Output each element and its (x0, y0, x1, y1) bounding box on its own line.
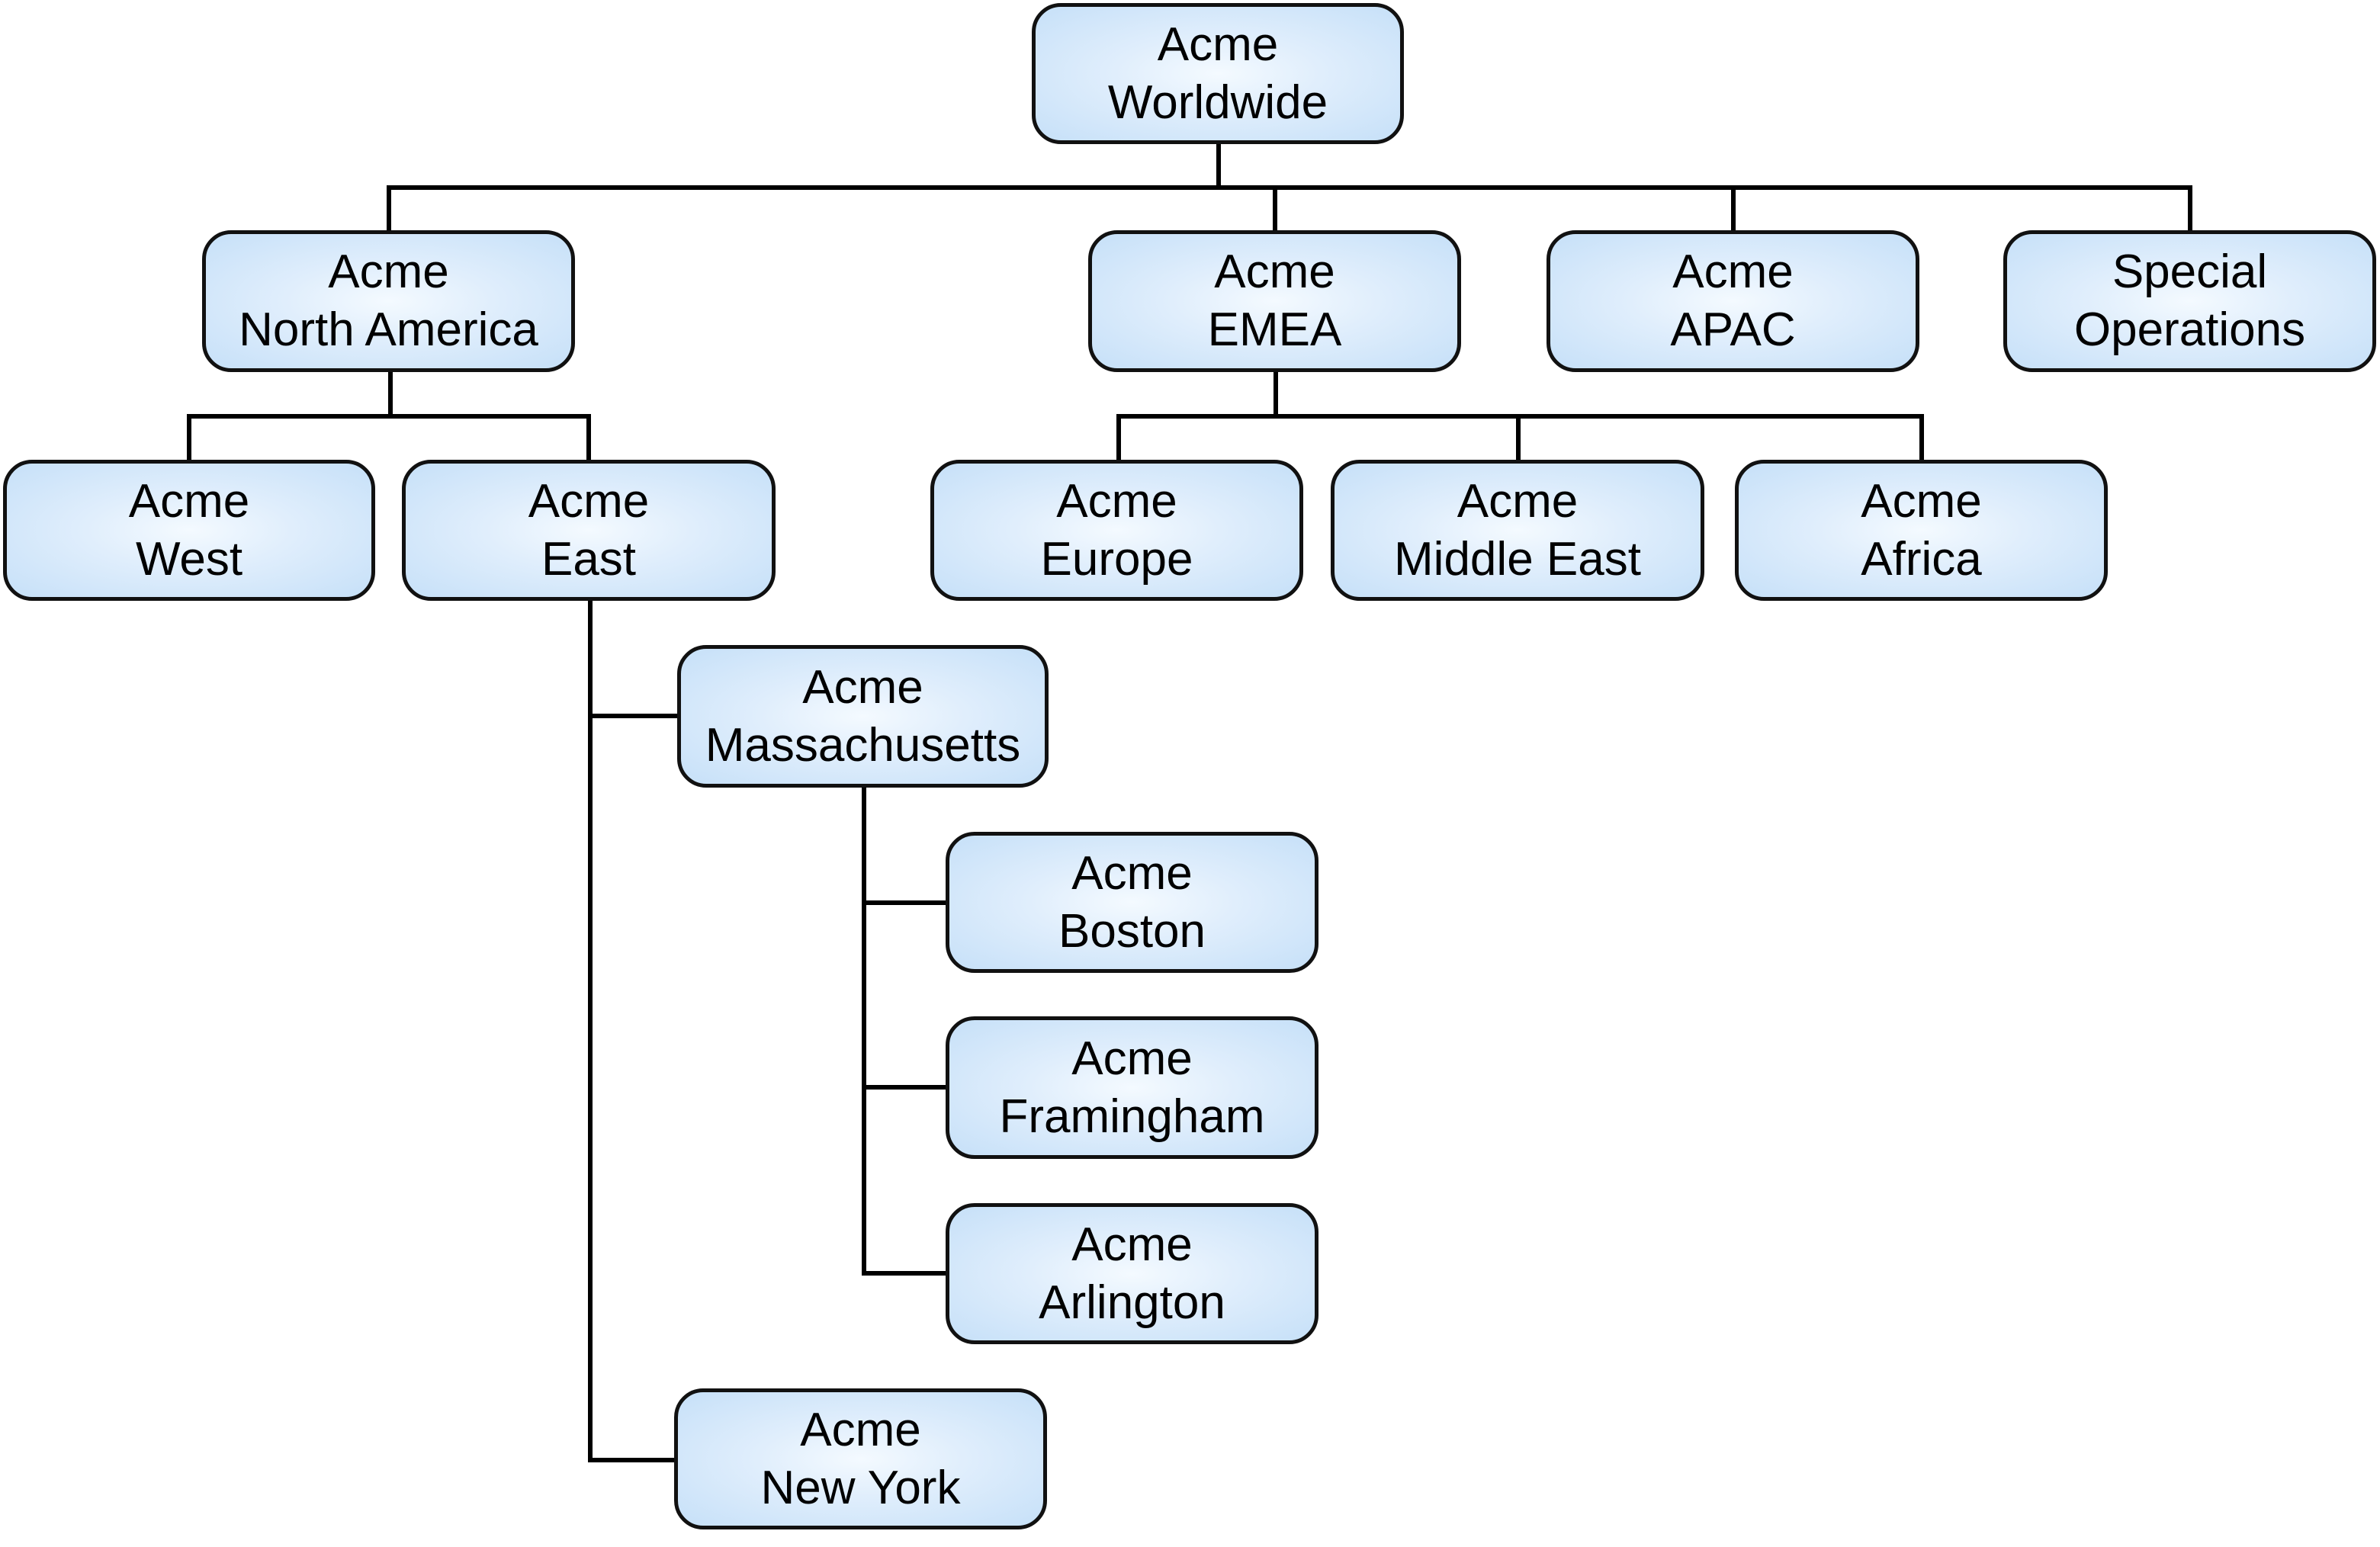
node-acme-middle-east[interactable]: Acme Middle East (1331, 460, 1704, 601)
node-label-line1: Acme (802, 660, 923, 714)
node-label-line2: EMEA (1207, 303, 1342, 356)
node-label-line1: Special (2112, 246, 2268, 298)
node-label-line2: Arlington (1039, 1276, 1225, 1329)
node-acme-africa[interactable]: Acme Africa (1735, 460, 2108, 601)
node-special-operations[interactable]: Special Operations (2003, 230, 2376, 372)
node-acme-massachusetts[interactable]: Acme Massachusetts (677, 645, 1049, 788)
node-label-line1: Acme (328, 246, 449, 298)
node-label-line2: Operations (2073, 303, 2306, 356)
node-label-line1: Acme (1157, 18, 1279, 71)
node-acme-east[interactable]: Acme East (402, 460, 776, 601)
node-acme-new-york[interactable]: Acme New York (674, 1388, 1047, 1529)
node-label-line1: Acme (1071, 1032, 1193, 1085)
node-acme-apac[interactable]: Acme APAC (1547, 230, 1919, 372)
node-label-line1: Acme (1214, 246, 1335, 298)
node-label-line1: Acme (1672, 246, 1794, 298)
node-label-line2: Middle East (1394, 532, 1641, 586)
node-label-line1: Acme (1071, 1218, 1193, 1271)
node-label-line2: APAC (1670, 303, 1796, 356)
node-label-line2: Boston (1058, 904, 1206, 958)
node-acme-arlington[interactable]: Acme Arlington (946, 1203, 1318, 1344)
node-label-line2: Africa (1861, 532, 1982, 586)
node-label-line1: Acme (1056, 474, 1177, 528)
node-label-line2: Europe (1040, 532, 1193, 586)
node-acme-emea[interactable]: Acme EMEA (1088, 230, 1461, 372)
node-label-line2: Massachusetts (705, 718, 1021, 772)
node-acme-framingham[interactable]: Acme Framingham (946, 1016, 1318, 1159)
node-acme-boston[interactable]: Acme Boston (946, 832, 1318, 973)
node-label-line2: West (135, 532, 243, 586)
node-label-line1: Acme (800, 1403, 921, 1456)
node-label-line2: Framingham (999, 1090, 1265, 1143)
node-label-line1: Acme (1071, 846, 1193, 900)
node-acme-worldwide[interactable]: Acme Worldwide (1032, 3, 1404, 144)
node-label-line1: Acme (528, 474, 650, 528)
node-label-line2: Worldwide (1107, 75, 1328, 129)
node-label-line2: East (541, 532, 637, 586)
node-acme-europe[interactable]: Acme Europe (930, 460, 1303, 601)
node-acme-north-america[interactable]: Acme North America (202, 230, 575, 372)
node-label-line2: New York (760, 1461, 961, 1514)
node-label-line1: Acme (128, 474, 250, 528)
node-acme-west[interactable]: Acme West (3, 460, 375, 601)
node-label-line2: North America (239, 303, 538, 356)
node-label-line1: Acme (1457, 474, 1579, 528)
node-label-line1: Acme (1861, 474, 1982, 528)
